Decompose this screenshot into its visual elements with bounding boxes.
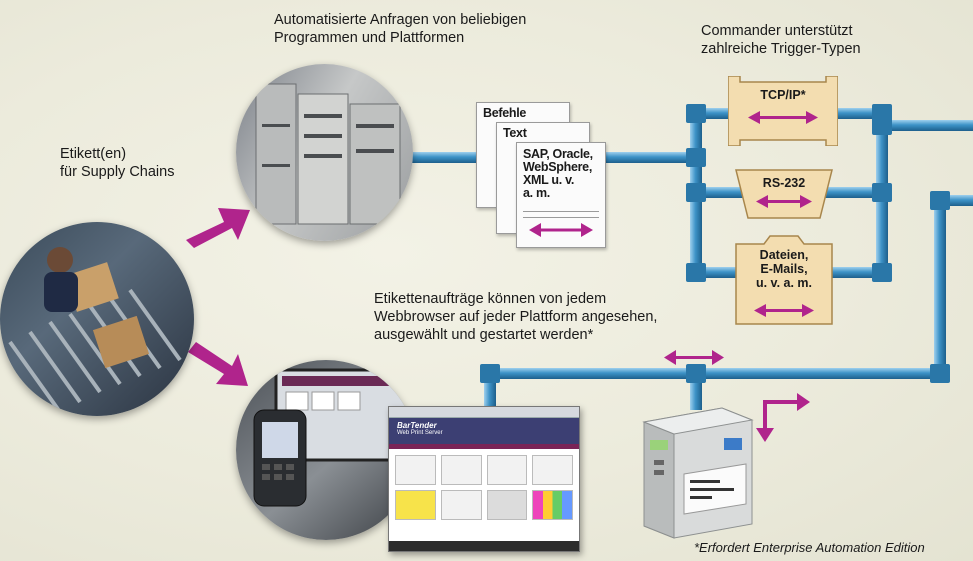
document-text-label: Text (503, 126, 527, 140)
caption-web-line1: Etikettenaufträge können von jedem (374, 291, 607, 307)
document-erp-line2: WebSphere, (523, 160, 593, 174)
trigger-rs232: RS-232 (734, 168, 834, 220)
arrow-to-servers (186, 208, 250, 248)
label-thumb (395, 455, 436, 485)
files-folder-shape (735, 235, 833, 325)
pipe-exit-right (876, 120, 973, 131)
label-thumb (532, 455, 573, 485)
label-thumb (440, 455, 482, 485)
web-devices-photo (236, 360, 416, 540)
pipe-right-down (934, 195, 946, 380)
document-erp: SAP, Oracle, WebSphere, XML u. v. a. m. (516, 142, 606, 248)
document-erp-line4: a. m. (523, 186, 550, 200)
files-label-line3: u. v. a. m. (755, 276, 813, 290)
browser-header: BarTender Web Print Server (389, 418, 579, 444)
pipe-bottom-main (484, 368, 946, 379)
caption-web-line2: Webbrowser auf jeder Plattform angesehen… (374, 309, 658, 325)
server-racks (255, 83, 401, 225)
tcpip-label: TCP/IP* (760, 88, 806, 102)
browser-brand: BarTender (397, 421, 437, 430)
caption-triggers-line1: Commander unterstützt (701, 23, 853, 39)
trigger-tcpip: TCP/IP* (728, 76, 838, 146)
caption-supply-chain: Etikett(en) für Supply Chains (60, 145, 174, 181)
caption-requests-line1: Automatisierte Anfragen von beliebigen (274, 12, 527, 28)
rs232-connector-shape (735, 169, 833, 219)
browser-nav-bar (389, 444, 579, 449)
trigger-files: Dateien, E-Mails, u. v. a. m. (734, 234, 834, 326)
printer-illustration (642, 407, 754, 539)
server-room-photo (236, 64, 413, 241)
caption-triggers-line2: zahlreiche Trigger-Typen (701, 41, 861, 57)
browser-subtitle: Web Print Server (397, 430, 443, 436)
conveyor-illustration (8, 247, 182, 414)
label-thumbnail-grid (389, 449, 579, 526)
browser-window: BarTender Web Print Server (388, 406, 580, 552)
double-arrow-printer (664, 350, 724, 365)
label-printer (634, 404, 758, 540)
caption-requests-line2: Programmen und Plattformen (274, 30, 465, 46)
arrow-to-web (188, 342, 248, 386)
files-label: Dateien, E-Mails, u. v. a. m. (734, 248, 834, 290)
caption-requests: Automatisierte Anfragen von beliebigen P… (274, 11, 526, 47)
caption-supply-line1: Etikett(en) (60, 146, 127, 162)
caption-web-jobs: Etikettenaufträge können von jedem Webbr… (374, 290, 657, 344)
tcpip-plug-shape (728, 76, 838, 146)
document-erp-label: SAP, Oracle, WebSphere, XML u. v. a. m. (517, 143, 605, 204)
corner-arrow (756, 393, 810, 442)
document-rule (523, 217, 599, 218)
document-rule (523, 211, 599, 212)
browser-toolbar (389, 407, 579, 418)
caption-supply-line2: für Supply Chains (60, 164, 175, 180)
files-label-line2: E-Mails, (760, 262, 808, 276)
caption-triggers: Commander unterstützt zahlreiche Trigger… (701, 22, 861, 58)
document-erp-line1: SAP, Oracle, (523, 147, 593, 161)
label-thumb (486, 455, 528, 485)
document-double-arrow (529, 223, 593, 237)
files-label-line1: Dateien, (759, 248, 809, 262)
pipe-right-riser (934, 195, 973, 206)
browser-footer (389, 541, 579, 551)
monitor-phone (253, 368, 408, 507)
document-commands-label: Befehle (483, 106, 527, 120)
warehouse-photo (0, 222, 194, 416)
rs232-label: RS-232 (762, 176, 806, 190)
label-thumb (395, 490, 436, 520)
footnote: *Erfordert Enterprise Automation Edition (694, 540, 925, 555)
label-thumb (440, 490, 482, 520)
label-thumb (486, 490, 528, 520)
caption-web-line3: ausgewählt und gestartet werden* (374, 327, 594, 343)
document-erp-line3: XML u. v. (523, 173, 575, 187)
label-thumb (532, 490, 573, 520)
